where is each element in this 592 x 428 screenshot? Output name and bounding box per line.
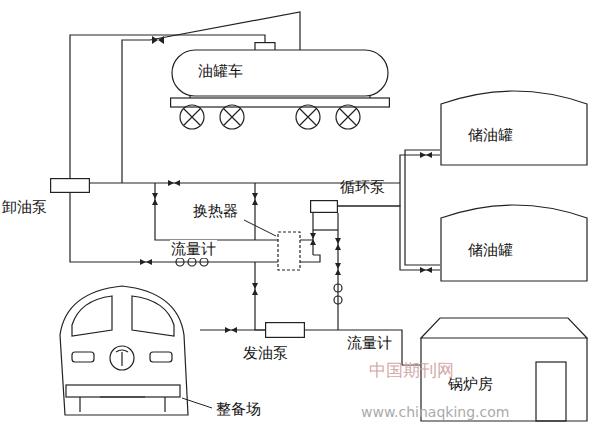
watermark: www.chinaqking.com bbox=[360, 404, 510, 421]
car-outline bbox=[170, 42, 390, 132]
pipe bbox=[70, 193, 278, 262]
part-label: 整备场 bbox=[215, 400, 262, 418]
locomotive bbox=[60, 286, 212, 415]
flow-meter bbox=[334, 296, 342, 304]
pipe-connector bbox=[338, 206, 440, 270]
valves bbox=[140, 36, 432, 333]
rect-outline bbox=[50, 178, 90, 193]
pipe-connector bbox=[305, 330, 420, 365]
tank-outline bbox=[440, 86, 588, 166]
dispatch-pump: 发油泵 bbox=[265, 322, 305, 338]
heat-exchanger bbox=[278, 232, 300, 270]
node-text: 循环泵 bbox=[340, 178, 385, 196]
rect-outline bbox=[310, 200, 338, 213]
node-text: 锅炉房 bbox=[448, 375, 493, 393]
pipe bbox=[300, 240, 320, 262]
node-text: 油罐车 bbox=[198, 62, 243, 80]
part-label: 流量计 bbox=[170, 240, 217, 258]
pipe bbox=[313, 229, 338, 230]
pipe bbox=[155, 183, 278, 240]
tank-car: 油罐车 bbox=[170, 42, 390, 132]
flow-meter bbox=[334, 284, 342, 292]
storage-tank: 储油罐 bbox=[440, 86, 588, 166]
flow-meter bbox=[176, 258, 184, 266]
node-text: 储油罐 bbox=[468, 126, 513, 144]
part-label: 流量计 bbox=[346, 334, 393, 352]
pipe bbox=[255, 262, 265, 330]
node-text: 发油泵 bbox=[243, 344, 288, 362]
flow-meter bbox=[200, 258, 208, 266]
pipe bbox=[405, 150, 440, 265]
part-label: 换热器 bbox=[192, 202, 239, 220]
rect-outline bbox=[265, 322, 305, 338]
flow-meter bbox=[188, 258, 196, 266]
circulation-pump: 循环泵 bbox=[310, 200, 338, 213]
node-text: 储油罐 bbox=[468, 241, 513, 259]
watermark: 中国期刊网 bbox=[368, 360, 455, 380]
pipe-connector bbox=[338, 155, 440, 206]
pipe bbox=[254, 183, 255, 240]
storage-tank: 储油罐 bbox=[440, 200, 588, 282]
unload-pump: 卸油泵 bbox=[50, 178, 90, 193]
node-text: 卸油泵 bbox=[2, 198, 47, 216]
tank-outline bbox=[440, 200, 588, 282]
leader-line bbox=[244, 220, 276, 236]
